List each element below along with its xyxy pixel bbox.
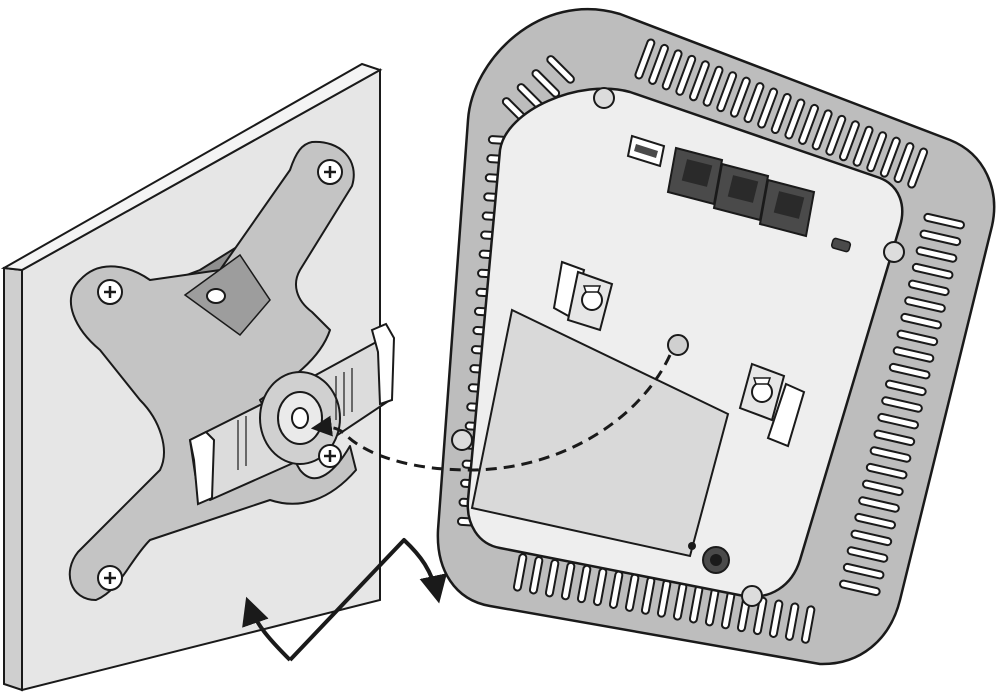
mounting-bracket bbox=[68, 140, 396, 601]
vent-slot bbox=[856, 514, 894, 528]
ethernet-port-icon bbox=[758, 178, 816, 238]
vent-slot bbox=[902, 314, 940, 328]
dashed-arrow-icon bbox=[310, 354, 672, 472]
vent-slot bbox=[906, 298, 944, 311]
vent-slot bbox=[677, 56, 695, 94]
vent-slot bbox=[854, 127, 872, 165]
vent-slot bbox=[871, 448, 910, 461]
vent-slot bbox=[910, 281, 948, 295]
vent-slot bbox=[913, 264, 952, 278]
vent-slot bbox=[894, 348, 933, 361]
vent-slot bbox=[890, 364, 929, 378]
usb-port-icon bbox=[626, 134, 666, 168]
vent-slot bbox=[690, 62, 708, 100]
vent-slot bbox=[718, 73, 736, 111]
mounting-peg-icon bbox=[738, 362, 806, 448]
device-corner-boss bbox=[593, 87, 615, 109]
bracket-mount-hole bbox=[206, 288, 226, 304]
vent-slot bbox=[514, 555, 526, 590]
vent-slot bbox=[860, 498, 898, 511]
vent-slot bbox=[706, 589, 718, 625]
vent-slot bbox=[879, 414, 917, 428]
device-corner-boss bbox=[741, 585, 763, 607]
vent-slot bbox=[898, 331, 937, 345]
wall-top-edge bbox=[0, 62, 383, 272]
vent-slot bbox=[883, 398, 921, 411]
bracket-body bbox=[68, 140, 357, 601]
vent-slot bbox=[658, 581, 670, 616]
vent-slot bbox=[887, 381, 925, 395]
device-power-jack-core bbox=[710, 554, 722, 566]
vent-slot bbox=[827, 116, 845, 154]
vent-slot bbox=[786, 604, 798, 639]
vent-slot bbox=[921, 231, 960, 245]
vent-slot bbox=[731, 78, 749, 116]
vent-slot bbox=[909, 149, 927, 187]
vent-slot bbox=[867, 464, 906, 478]
device-corner-boss bbox=[451, 429, 473, 451]
vent-slot bbox=[800, 105, 817, 143]
vent-slot bbox=[518, 85, 544, 110]
access-point bbox=[436, 7, 996, 666]
vent-slot bbox=[636, 40, 654, 78]
vent-slot bbox=[530, 558, 542, 593]
screw-icon bbox=[97, 565, 123, 591]
vent-slot bbox=[759, 89, 777, 127]
vent-slot bbox=[895, 144, 913, 182]
vent-slot bbox=[786, 100, 804, 138]
device-corner-boss bbox=[883, 241, 905, 263]
vent-slot bbox=[533, 71, 559, 96]
bracket-inner-facet bbox=[183, 253, 271, 337]
vent-slot bbox=[864, 481, 902, 495]
vent-slot bbox=[925, 214, 963, 228]
screw-icon bbox=[317, 159, 343, 185]
vent-slot bbox=[642, 578, 654, 613]
twist-arrow-icon bbox=[242, 538, 447, 662]
bracket-guide-lines bbox=[237, 368, 353, 470]
vent-slot bbox=[917, 248, 956, 261]
vent-slot bbox=[848, 548, 887, 561]
bracket-clip-tab-bottom bbox=[188, 430, 216, 506]
vent-slot bbox=[546, 560, 558, 596]
vent-slot bbox=[841, 581, 879, 595]
vent-slot bbox=[875, 431, 914, 445]
device-mount-hole bbox=[667, 334, 689, 356]
vent-slot bbox=[548, 57, 573, 82]
bracket-clip-tab-top bbox=[370, 322, 396, 406]
vent-slot bbox=[881, 138, 899, 176]
vent-slot bbox=[663, 51, 681, 89]
vent-slot bbox=[802, 607, 814, 642]
ethernet-port-icon bbox=[712, 162, 770, 222]
wall-side-edge bbox=[3, 266, 23, 692]
device-status-led bbox=[830, 237, 852, 253]
mounting-peg-icon bbox=[552, 260, 614, 332]
vent-slot bbox=[578, 566, 590, 602]
vent-slot bbox=[674, 584, 686, 619]
vent-slot bbox=[704, 67, 722, 105]
device-reset-pinhole bbox=[688, 542, 696, 550]
vent-slot bbox=[852, 531, 891, 545]
vent-slot bbox=[754, 598, 766, 634]
vent-slot bbox=[650, 45, 667, 83]
vent-slot bbox=[626, 575, 638, 610]
bracket-hub-center bbox=[291, 407, 309, 429]
vent-slot bbox=[594, 569, 606, 605]
vent-slot bbox=[772, 95, 790, 132]
vent-slot bbox=[610, 572, 622, 607]
vent-slot bbox=[690, 587, 702, 622]
vent-slot bbox=[745, 84, 763, 122]
screw-icon bbox=[318, 444, 342, 468]
vent-slot bbox=[562, 563, 574, 599]
vent-slot bbox=[722, 592, 734, 628]
vent-slot bbox=[813, 111, 831, 149]
vent-slot bbox=[868, 133, 886, 171]
vent-slot bbox=[770, 601, 782, 636]
screw-icon bbox=[97, 279, 123, 305]
vent-slot bbox=[840, 122, 858, 160]
vent-slot bbox=[844, 564, 883, 578]
